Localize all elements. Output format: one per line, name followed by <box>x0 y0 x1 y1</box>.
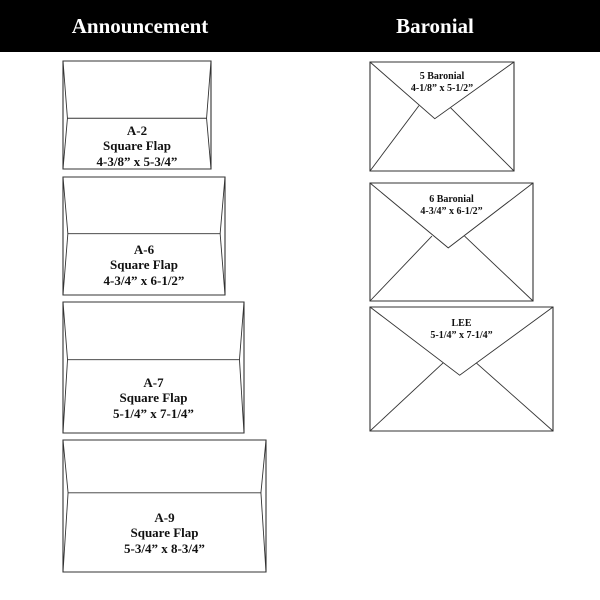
envelope-a7-style: Square Flap <box>119 390 188 406</box>
envelope-6-baronial-name: 6 Baronial <box>429 194 474 205</box>
envelope-lee-label: LEE 5-1/4” x 7-1/4” <box>370 318 553 342</box>
envelope-a2-diagram <box>63 61 211 169</box>
header-banner <box>0 0 600 52</box>
envelope-lee-size: 5-1/4” x 7-1/4” <box>430 329 493 341</box>
envelope-a7-diagram <box>63 302 244 433</box>
envelope-a9-style: Square Flap <box>130 525 199 541</box>
envelope-a7-name: A-7 <box>143 375 164 390</box>
envelope-a7-size: 5-1/4” x 7-1/4” <box>113 405 194 421</box>
envelope-5-baronial-size: 4-1/8” x 5-1/2” <box>410 82 474 94</box>
envelope-a6-style: Square Flap <box>109 257 179 273</box>
envelope-a2-size: 4-3/8” x 5-3/4” <box>96 153 178 169</box>
envelope-a2-name: A-2 <box>126 123 148 138</box>
envelope-a7-label: A-7 Square Flap 5-1/4” x 7-1/4” <box>63 375 244 421</box>
envelope-5-baronial-label: 5 Baronial 4-1/8” x 5-1/2” <box>370 71 514 95</box>
envelope-a9-name: A-9 <box>154 510 175 525</box>
envelope-a9-size: 5-3/4” x 8-3/4” <box>124 540 205 556</box>
envelope-6-baronial-size: 4-3/4” x 6-1/2” <box>420 205 483 217</box>
envelope-6-baronial-diagram <box>370 183 533 301</box>
announcement-column-title: Announcement <box>71 14 209 38</box>
envelope-a6-name: A-6 <box>133 242 155 257</box>
envelope-a9-diagram <box>63 440 266 572</box>
envelope-lee-diagram <box>370 307 553 431</box>
envelope-a6-size: 4-3/4” x 6-1/2” <box>103 272 185 288</box>
envelope-6-baronial-label: 6 Baronial 4-3/4” x 6-1/2” <box>370 194 533 218</box>
envelope-a2-style: Square Flap <box>102 138 172 154</box>
envelope-a6-diagram <box>63 177 225 295</box>
envelope-a9-label: A-9 Square Flap 5-3/4” x 8-3/4” <box>63 510 266 556</box>
envelope-a6-label: A-6 Square Flap 4-3/4” x 6-1/2” <box>63 242 225 288</box>
baronial-column-title: Baronial <box>396 14 474 38</box>
envelope-5-baronial-name: 5 Baronial <box>419 71 465 82</box>
envelope-a2-label: A-2 Square Flap 4-3/8” x 5-3/4” <box>63 123 211 169</box>
envelope-5-baronial-diagram <box>370 62 514 171</box>
envelope-lee-name: LEE <box>451 318 472 329</box>
